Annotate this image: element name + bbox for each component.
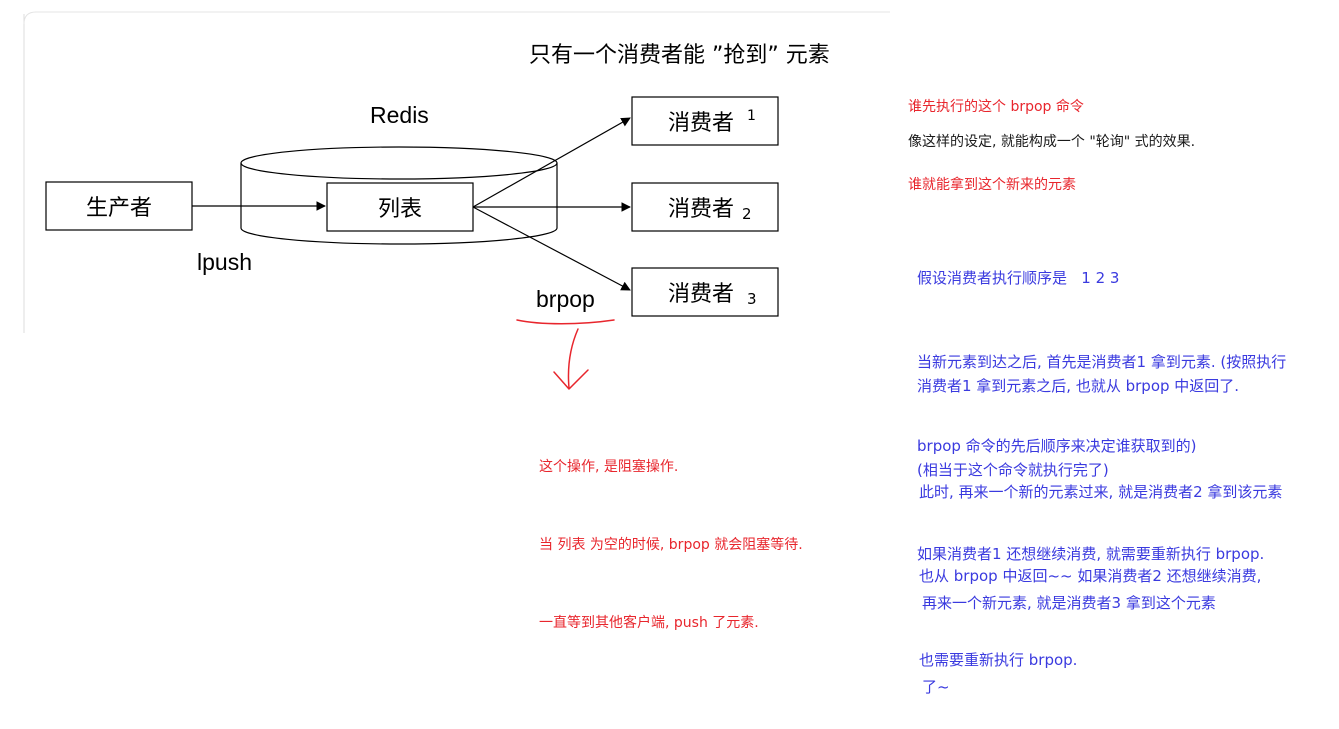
consumer2-line-2: 也从 brpop 中返回~~ 如果消费者2 还想继续消费,	[919, 567, 1262, 585]
brpop-arrow-3	[472, 206, 631, 291]
polling-note: 像这样的设定, 就能构成一个 "轮询" 式的效果.	[908, 134, 1196, 150]
consumer3-line-1: 再来一个新元素, 就是消费者3 拿到这个元素	[922, 594, 1216, 612]
consumer1-line-1: 消费者1 拿到元素之后, 也就从 brpop 中返回了.	[917, 377, 1240, 395]
brpop-arrow-1	[472, 117, 631, 208]
order-note: 假设消费者执行顺序是 1 2 3 当新元素到达之后, 首先是消费者1 拿到元素.…	[917, 208, 1286, 488]
svg-text:消费者 1: 消费者 1	[668, 108, 756, 136]
diagram-title: 只有一个消费者能 ”抢到” 元素	[529, 43, 830, 68]
consumer-box-1: 消费者 1	[631, 96, 779, 146]
list-label: 列表	[378, 197, 422, 222]
blocking-line-3: 一直等到其他客户端, push 了元素.	[539, 615, 759, 631]
brpop-label: brpop	[536, 286, 595, 312]
consumer3-note: 再来一个新元素, 就是消费者3 拿到这个元素 了~	[922, 533, 1216, 729]
blocking-note: 这个操作, 是阻塞操作. 当 列表 为空的时候, brpop 就会阻塞等待. 一…	[539, 402, 803, 662]
consumer-2-number: 2	[742, 205, 752, 223]
blocking-line-1: 这个操作, 是阻塞操作.	[539, 459, 679, 475]
consumer-1-label: 消费者	[668, 111, 734, 136]
consumer-1-number: 1	[747, 108, 756, 124]
producer-box: 生产者	[45, 181, 193, 231]
consumer-3-label: 消费者	[668, 282, 734, 307]
redis-label: Redis	[370, 102, 429, 128]
list-box: 列表	[326, 182, 474, 232]
svg-text:消费者 2: 消费者 2	[668, 197, 752, 223]
consumer3-line-2: 了~	[922, 678, 950, 696]
producer-label: 生产者	[86, 196, 152, 221]
brpop-annotation-arrow	[516, 319, 615, 390]
brpop-race-line-1: 谁先执行的这个 brpop 命令	[908, 99, 1084, 115]
lpush-label: lpush	[197, 249, 252, 275]
brpop-race-note: 谁先执行的这个 brpop 命令 谁就能拿到这个新来的元素	[908, 42, 1084, 224]
svg-text:消费者 3: 消费者 3	[668, 282, 757, 308]
redis-cylinder	[240, 146, 558, 245]
consumer1-note: 消费者1 拿到元素之后, 也就从 brpop 中返回了. (相当于这个命令就执行…	[917, 316, 1264, 596]
order-line-3: brpop 命令的先后顺序来决定谁获取到的)	[917, 437, 1197, 455]
consumer2-line-1: 此时, 再来一个新的元素过来, 就是消费者2 拿到该元素	[919, 483, 1283, 501]
consumer-3-number: 3	[747, 290, 757, 308]
slide-frame	[23, 11, 890, 333]
consumer1-line-2: (相当于这个命令就执行完了)	[917, 461, 1109, 479]
blocking-line-2: 当 列表 为空的时候, brpop 就会阻塞等待.	[539, 537, 803, 553]
consumer-box-2: 消费者 2	[631, 182, 779, 232]
order-line-2: 当新元素到达之后, 首先是消费者1 拿到元素. (按照执行	[917, 353, 1287, 371]
consumer-box-3: 消费者 3	[631, 267, 779, 317]
consumer-2-label: 消费者	[668, 197, 734, 222]
consumer1-line-3: 如果消费者1 还想继续消费, 就需要重新执行 brpop.	[917, 545, 1265, 563]
diagram-canvas: 只有一个消费者能 ”抢到” 元素 Redis 生产者 列表 消费者 1 消费者 …	[23, 11, 890, 390]
brpop-race-line-2: 谁就能拿到这个新来的元素	[908, 177, 1076, 193]
order-line-1: 假设消费者执行顺序是 1 2 3	[917, 269, 1120, 287]
